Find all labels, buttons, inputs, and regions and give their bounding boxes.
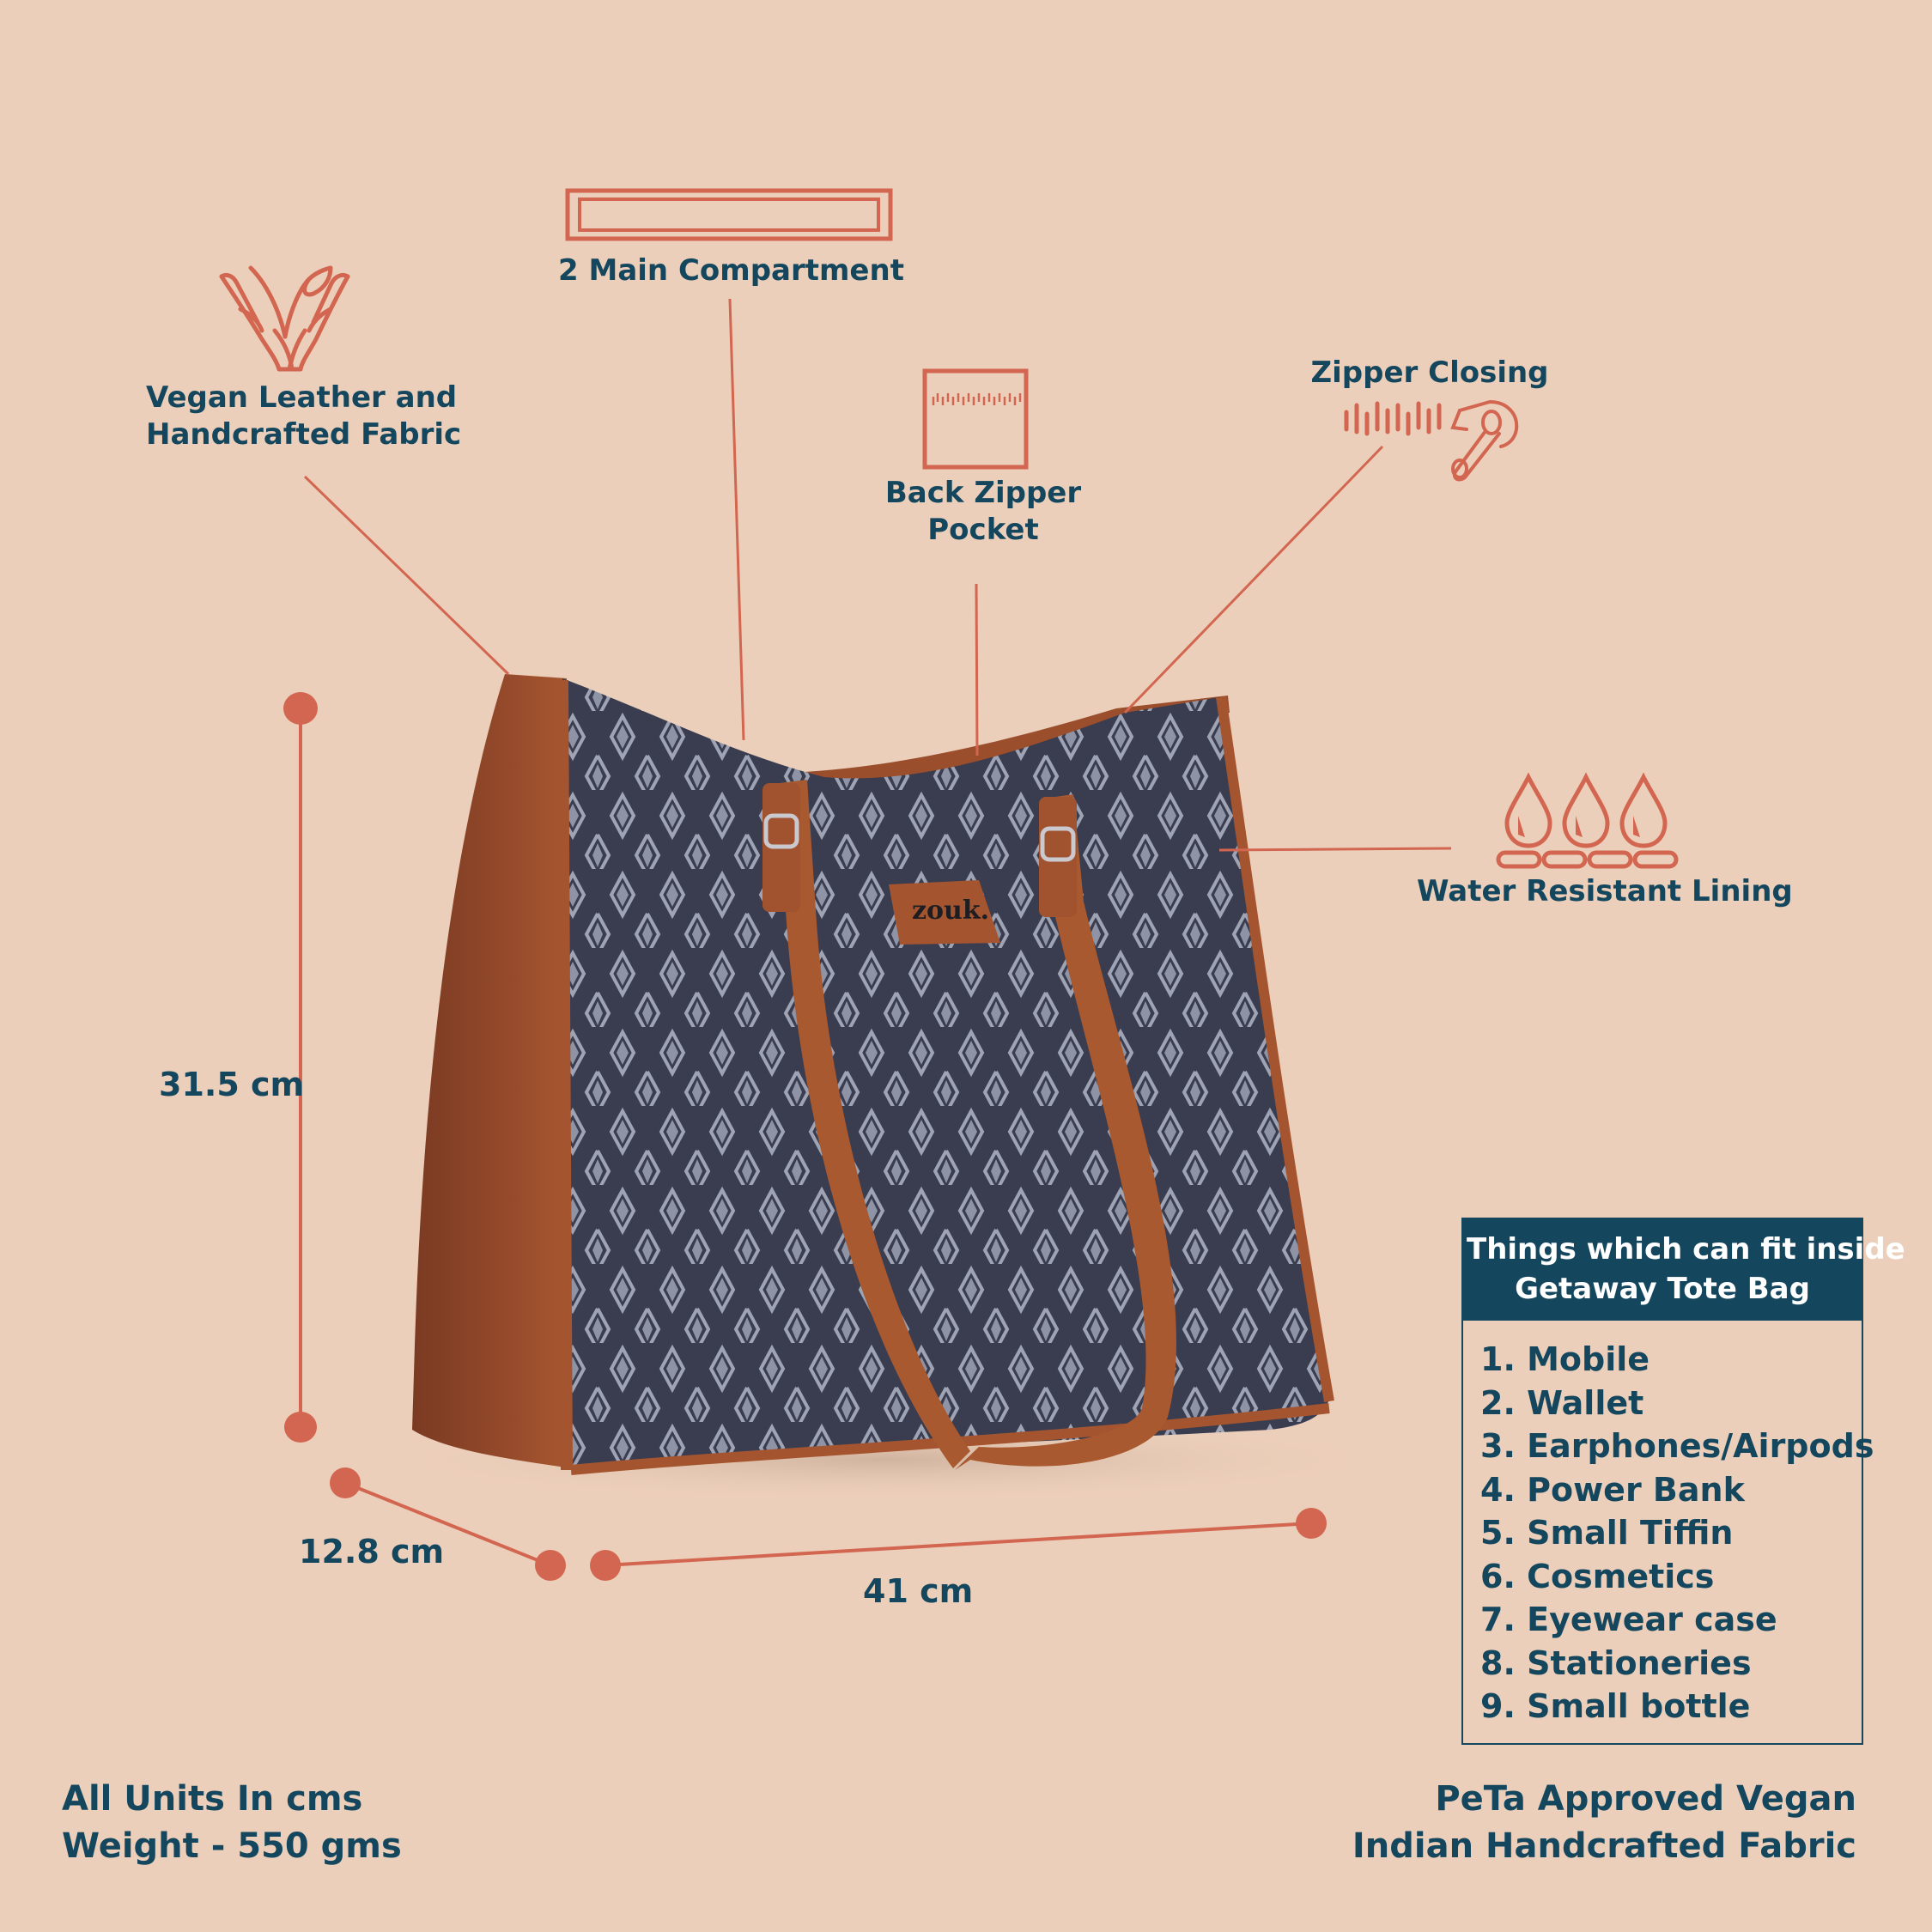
feature-vegan-leather-label: Vegan Leather and Handcrafted Fabric bbox=[146, 380, 462, 453]
things-fit-inside-box: Things which can fit inside Getaway Tote… bbox=[1461, 1218, 1905, 1745]
width-dimension-line bbox=[605, 1522, 1312, 1567]
height-dimension-label: 31.5 cm bbox=[159, 1066, 305, 1103]
water-drops-icon bbox=[1496, 772, 1679, 869]
list-item: 7. Eyewear case bbox=[1480, 1601, 1777, 1638]
footer-peta-approved: PeTa Approved Vegan bbox=[1435, 1779, 1856, 1819]
footer-handcrafted-fabric: Indian Handcrafted Fabric bbox=[1352, 1826, 1856, 1866]
feature-compartment-label: 2 Main Compartment bbox=[558, 253, 904, 288]
depth-dimension-dot-end bbox=[535, 1550, 566, 1581]
things-fit-inside-header: Things which can fit inside Getaway Tote… bbox=[1463, 1219, 1905, 1321]
feature-back-pocket-label: Back Zipper Pocket bbox=[876, 475, 1091, 548]
width-dimension-label: 41 cm bbox=[863, 1572, 974, 1610]
list-item: 1. Mobile bbox=[1480, 1340, 1650, 1378]
list-item: 4. Power Bank bbox=[1480, 1470, 1745, 1509]
brand-logo: zouk. bbox=[912, 896, 990, 926]
feature-vegan-leather-line2: Handcrafted Fabric bbox=[146, 416, 462, 452]
height-dimension-dot-top bbox=[283, 692, 318, 725]
leader-line-compartment bbox=[728, 298, 745, 741]
list-item: 6. Cosmetics bbox=[1480, 1557, 1715, 1595]
list-item: 8. Stationeries bbox=[1480, 1643, 1752, 1682]
back-zipper-pocket-icon bbox=[922, 368, 1029, 470]
depth-dimension-label: 12.8 cm bbox=[299, 1533, 445, 1571]
hands-plant-icon bbox=[219, 265, 350, 372]
list-item: 3. Earphones/Airpods bbox=[1480, 1427, 1874, 1465]
compartment-icon bbox=[565, 188, 893, 241]
fit-box-title-line2: Getaway Tote Bag bbox=[1515, 1272, 1810, 1306]
leader-line-zipper bbox=[1123, 445, 1384, 714]
list-item: 2. Wallet bbox=[1480, 1383, 1644, 1422]
list-item: 5. Small Tiffin bbox=[1480, 1514, 1734, 1552]
feature-vegan-leather-line1: Vegan Leather and bbox=[146, 380, 458, 415]
height-dimension-dot-bottom bbox=[284, 1412, 317, 1443]
leader-line-water bbox=[1218, 847, 1452, 852]
list-item: 9. Small bottle bbox=[1480, 1687, 1751, 1725]
width-dimension-dot-start bbox=[590, 1550, 621, 1581]
leader-line-vegan-leather bbox=[303, 475, 510, 676]
fit-items-list: 1. Mobile 2. Wallet 3. Earphones/Airpods… bbox=[1463, 1321, 1874, 1728]
footer-units: All Units In cms bbox=[62, 1779, 363, 1819]
feature-water-label: Water Resistant Lining bbox=[1417, 874, 1793, 908]
width-dimension-dot-end bbox=[1296, 1508, 1327, 1539]
footer-units-weight: All Units In cms Weight - 550 gms bbox=[62, 1776, 402, 1870]
feature-back-pocket-line1: Back Zipper bbox=[884, 476, 1082, 510]
footer-certifications: PeTa Approved Vegan Indian Handcrafted F… bbox=[1352, 1776, 1856, 1870]
depth-dimension-line bbox=[344, 1481, 551, 1567]
brand-logo-patch bbox=[889, 880, 1000, 945]
zipper-icon bbox=[1344, 399, 1519, 482]
leader-line-back-pocket bbox=[975, 583, 979, 756]
feature-zipper-label: Zipper Closing bbox=[1310, 355, 1549, 390]
footer-weight: Weight - 550 gms bbox=[62, 1826, 402, 1866]
depth-dimension-dot-start bbox=[330, 1467, 361, 1498]
feature-back-pocket-line2: Pocket bbox=[927, 512, 1039, 547]
fit-box-title-line1: Things which can fit inside bbox=[1467, 1232, 1905, 1267]
water-drops-highlights bbox=[1518, 816, 1640, 837]
